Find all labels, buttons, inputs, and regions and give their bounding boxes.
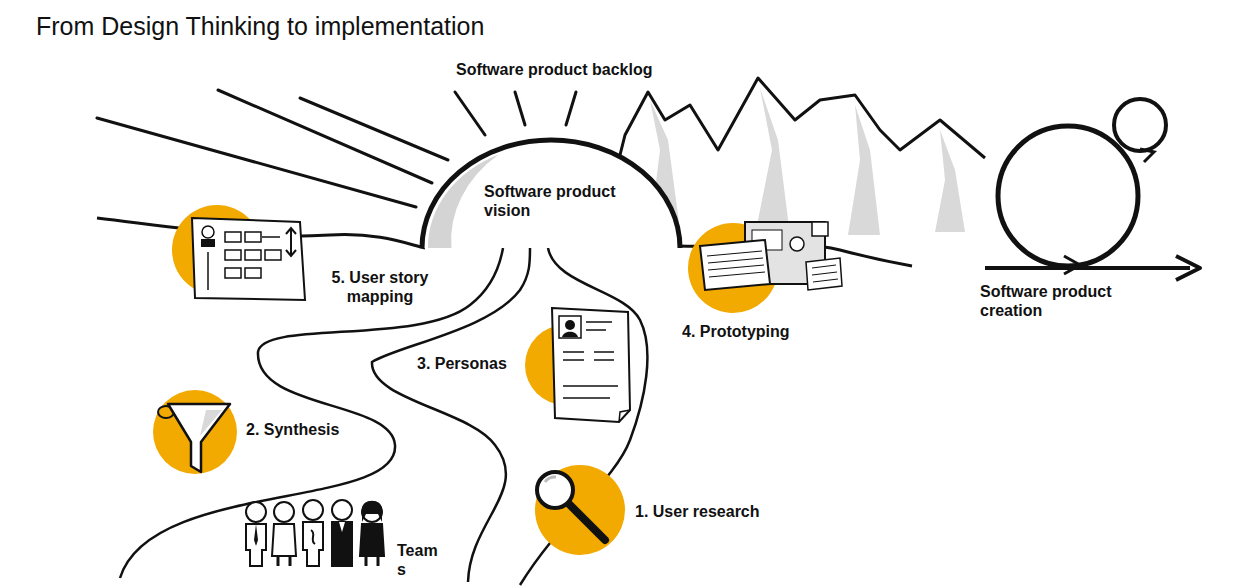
story-map-paper [192, 218, 305, 300]
step-label: Software product backlog [456, 60, 652, 79]
vision-dome: Software product vision [420, 138, 682, 248]
step-label: Software product creation [980, 282, 1145, 320]
text-line [563, 397, 610, 399]
story-card [225, 250, 241, 260]
story-card [225, 232, 241, 242]
sun-ray [566, 92, 576, 125]
figure-body [272, 524, 296, 556]
figure-body [303, 522, 323, 566]
figure-legs [366, 556, 378, 566]
screen-mockup [790, 237, 804, 251]
figure-head [274, 502, 294, 522]
text-line [563, 385, 618, 387]
story-card [265, 250, 281, 260]
story-card [225, 268, 241, 278]
story-card [245, 268, 261, 278]
text-line [594, 351, 614, 353]
text-line [586, 329, 606, 331]
mockup-line [708, 265, 764, 270]
loop-circle [998, 126, 1138, 266]
mockup-line [707, 251, 762, 256]
calendar-mockup [812, 265, 838, 282]
person-icon [201, 239, 215, 247]
funnel-shading [200, 410, 222, 436]
person-figure [272, 502, 296, 566]
story-arrow [262, 236, 280, 238]
text-line [586, 321, 612, 323]
figure-body [246, 524, 266, 566]
figure-collar [339, 522, 345, 532]
node-text: Software product vision [484, 182, 644, 220]
dome-fill [422, 140, 680, 248]
step-label: 1. User research [635, 502, 760, 521]
prototype-icon [688, 222, 842, 313]
arrow-head [1176, 256, 1200, 280]
story-arrow [290, 228, 292, 256]
step-label: 2. Synthesis [246, 420, 339, 439]
synthesis-icon [153, 390, 237, 474]
figure-head [332, 500, 352, 520]
step-label: Team s [397, 541, 445, 579]
figure-tie [254, 524, 258, 546]
sun-ray [300, 98, 448, 160]
step-label: 3. Personas [417, 354, 507, 373]
magnifier-lens [537, 472, 573, 508]
sun-ray [97, 118, 416, 207]
person-figure [360, 501, 384, 566]
figure-hair [362, 501, 382, 522]
persona-icon [525, 308, 630, 422]
figure-head [246, 502, 266, 522]
mockup-lines [707, 251, 765, 277]
screen-mockup [700, 240, 770, 290]
step-label: 4. Prototyping [682, 322, 790, 341]
research-icon [535, 465, 625, 555]
iteration-loop [985, 99, 1200, 280]
persona-sheet [552, 308, 630, 422]
lens-glint [545, 477, 556, 482]
step-circle [153, 390, 237, 474]
road-line [520, 248, 647, 585]
person-icon [202, 226, 214, 238]
sun-ray [515, 92, 525, 125]
sun-ray [218, 90, 432, 183]
story-card [245, 232, 261, 242]
magnifier-handle [568, 503, 605, 540]
timeline-arrow [985, 266, 1190, 270]
loop-chevron [1064, 256, 1080, 274]
person-figure [332, 500, 352, 566]
person-figure [303, 500, 323, 566]
story-arrow [207, 252, 209, 290]
story-card [245, 250, 261, 260]
text-lines [563, 322, 618, 398]
diagram-title: From Design Thinking to implementation [36, 12, 484, 41]
story-map-icon [172, 205, 305, 300]
figure-body [360, 524, 384, 556]
persona-photo [565, 320, 575, 330]
figure-legs [278, 556, 290, 566]
page-fold [619, 410, 630, 422]
figure-body [332, 522, 352, 566]
calendar-mockup [806, 258, 842, 290]
figure-detail [311, 530, 315, 544]
persona-photo [562, 332, 578, 337]
figure-head [303, 500, 323, 520]
funnel [168, 404, 230, 472]
story-arrow [286, 228, 296, 256]
text-line [594, 359, 614, 361]
step-label: 5. User story mapping [315, 268, 445, 306]
mockup-line [708, 258, 763, 263]
mockup-line [709, 272, 765, 277]
sun-ray [455, 92, 485, 135]
screen-mockup [812, 222, 828, 236]
team-figures [246, 500, 384, 566]
text-line [563, 359, 584, 361]
persona-photo [559, 316, 581, 338]
person-figure [246, 502, 266, 566]
loop-circle [1114, 99, 1166, 151]
loop-chevron [1140, 149, 1154, 162]
text-line [563, 351, 584, 353]
step-circle [535, 465, 625, 555]
dome-outline [422, 140, 680, 248]
